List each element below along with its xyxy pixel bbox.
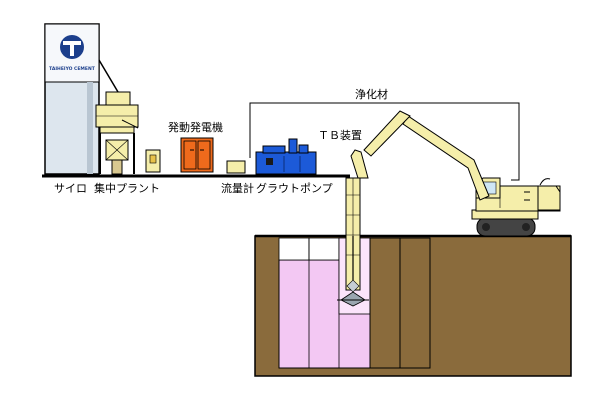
- silo-chute: [98, 59, 119, 93]
- grout-pump: [255, 138, 317, 175]
- excavator: [363, 110, 561, 237]
- generator: [180, 137, 214, 173]
- label-purifier: 浄化材: [355, 88, 388, 101]
- tb-device: [337, 149, 369, 307]
- plant-structure: [95, 91, 139, 175]
- label-tb-device: ＴＢ装置: [318, 129, 362, 142]
- label-plant: 集中プラント: [94, 182, 160, 195]
- flowmeter: [226, 160, 246, 174]
- purifier-feed-line: [249, 102, 520, 181]
- mixing-tank: [145, 149, 161, 173]
- treated-column-top-2: [308, 237, 340, 261]
- label-generator: 発動発電機: [168, 121, 223, 134]
- label-silo: サイロ: [54, 182, 87, 195]
- label-grout-pump: グラウトポンプ: [256, 182, 333, 195]
- soil-column-2: [399, 237, 431, 369]
- treated-column-top-1: [278, 237, 310, 261]
- label-flowmeter: 流量計: [221, 182, 254, 195]
- logo-text: TAIHEIYO CEMENT: [49, 66, 96, 72]
- logo-icon: [60, 35, 84, 59]
